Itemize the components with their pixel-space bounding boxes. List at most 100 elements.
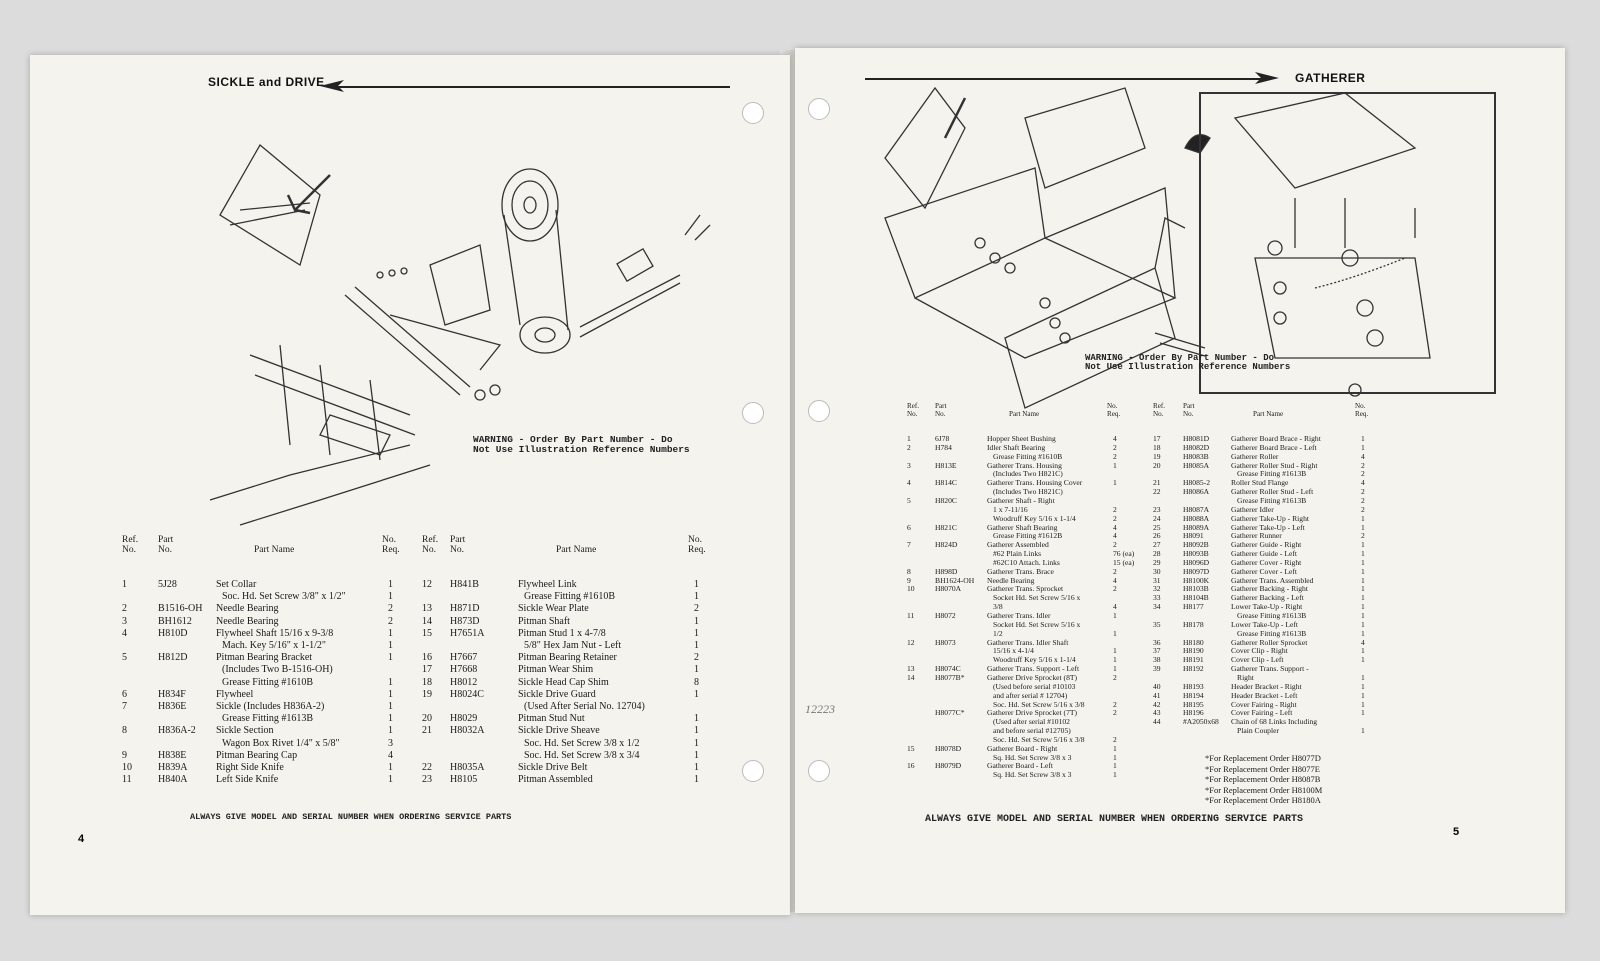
ref-cell: 19 bbox=[422, 688, 432, 700]
part-name-cell: Cover Fairing - Right bbox=[1231, 699, 1297, 709]
part-name-cell: Gatherer Trans. Sprocket bbox=[987, 584, 1064, 594]
quantity-cell: 1 bbox=[388, 762, 393, 773]
replacement-notes: *For Replacement Order H8077D*For Replac… bbox=[1205, 753, 1322, 806]
part-name-cell: Gatherer Trans. Support - Left bbox=[987, 664, 1080, 674]
ref-cell: 25 bbox=[1153, 522, 1161, 532]
part-name-cell: Gatherer Roller bbox=[1231, 451, 1279, 461]
part-number-cell: H898D bbox=[935, 566, 958, 576]
part-name-cell: 1/2 bbox=[993, 628, 1003, 638]
quantity-cell: 1 bbox=[694, 615, 699, 627]
part-number-cell: H8085A bbox=[1183, 460, 1210, 470]
part-number-cell: H814C bbox=[935, 478, 957, 488]
quantity-cell: 1 bbox=[1113, 646, 1117, 656]
ref-cell: 43 bbox=[1153, 708, 1161, 718]
part-name-cell: Gatherer Drive Sprocket (7T) bbox=[987, 708, 1078, 718]
right-page: GATHERER WARNING - Order By bbox=[795, 48, 1565, 913]
part-number-cell: H8103B bbox=[1183, 584, 1209, 594]
quantity-cell: 1 bbox=[388, 640, 393, 651]
quantity-cell: 1 bbox=[1113, 628, 1117, 638]
part-number-cell: BH1612 bbox=[158, 615, 192, 627]
ref-cell: 18 bbox=[422, 676, 432, 688]
part-number-cell: H8081D bbox=[1183, 434, 1210, 443]
part-number-cell: H7667 bbox=[450, 652, 478, 664]
part-number-cell: H8091 bbox=[1183, 531, 1204, 541]
part-name-cell: Sickle Drive Sheave bbox=[518, 725, 600, 737]
ref-cell: 7 bbox=[907, 540, 911, 550]
part-name-cell: Soc. Hd. Set Screw 3/8 x 3/4 bbox=[524, 749, 640, 761]
binder-hole bbox=[742, 760, 764, 782]
quantity-cell: 1 bbox=[694, 725, 699, 737]
binder-hole bbox=[808, 98, 830, 120]
part-name-cell: Gatherer Roller Sprocket bbox=[1231, 637, 1308, 647]
quantity-cell: 1 bbox=[1113, 460, 1117, 470]
ref-cell: 22 bbox=[422, 762, 432, 773]
part-number-cell: H8072 bbox=[935, 611, 956, 620]
part-name-cell: and before serial #12705) bbox=[993, 726, 1071, 736]
quantity-cell: 1 bbox=[694, 737, 699, 749]
part-number-cell: H8024C bbox=[450, 688, 484, 700]
part-number-cell: BH1624-OH bbox=[935, 575, 975, 585]
part-name-cell: Soc. Hd. Set Screw 5/16 x 3/8 bbox=[993, 699, 1085, 709]
part-name-cell: Grease Fitting #1613B bbox=[1237, 628, 1307, 638]
part-name-cell: Pitman Bearing Bracket bbox=[216, 652, 313, 664]
part-name-cell: Idler Shaft Bearing bbox=[987, 442, 1046, 452]
quantity-cell: 2 bbox=[1361, 504, 1365, 514]
quantity-cell: 1 bbox=[694, 664, 699, 676]
part-name-cell: Grease Fitting #1613B bbox=[1237, 469, 1307, 479]
part-name-cell: 15/16 x 4-1/4 bbox=[993, 646, 1034, 656]
part-name-cell: Needle Bearing bbox=[987, 575, 1035, 585]
part-number-cell: H8035A bbox=[450, 762, 485, 773]
ref-cell: 16 bbox=[422, 652, 432, 664]
sickle-drive-diagram bbox=[209, 144, 711, 526]
quantity-cell: 1 bbox=[388, 725, 393, 737]
quantity-cell: 1 bbox=[1361, 434, 1365, 443]
header-req: No. Req. bbox=[1107, 402, 1121, 418]
ref-cell: 23 bbox=[422, 774, 432, 786]
header-req: No. Req. bbox=[382, 535, 400, 555]
part-name-cell: 3/8 bbox=[993, 602, 1003, 612]
part-name-cell: Woodruff Key 5/16 x 1-1/4 bbox=[993, 513, 1076, 523]
part-name-cell: Gatherer Shaft Bearing bbox=[987, 522, 1058, 532]
warning-line: WARNING - Order By Part Number - Do bbox=[1085, 353, 1275, 363]
part-number-cell: H8195 bbox=[1183, 699, 1204, 709]
part-name-cell: Grease Fitting #1613B bbox=[222, 713, 314, 725]
quantity-cell: 4 bbox=[1113, 602, 1117, 612]
ref-cell: 11 bbox=[907, 611, 915, 620]
quantity-cell: 1 bbox=[1113, 664, 1117, 674]
ref-cell: 11 bbox=[122, 774, 132, 786]
part-number-cell: H8079D bbox=[935, 761, 962, 771]
part-number-cell: H836E bbox=[158, 701, 187, 712]
quantity-cell: 2 bbox=[1113, 584, 1117, 594]
ref-cell: 17 bbox=[422, 664, 432, 676]
part-number-cell: H8104B bbox=[1183, 593, 1209, 603]
quantity-cell: 1 bbox=[694, 713, 699, 725]
ref-cell: 13 bbox=[907, 664, 915, 674]
ref-cell: 14 bbox=[907, 672, 915, 682]
ref-cell: 32 bbox=[1153, 584, 1161, 594]
ref-cell: 1 bbox=[907, 434, 911, 443]
quantity-cell: 4 bbox=[1113, 575, 1117, 585]
part-number-cell: H8097D bbox=[1183, 566, 1210, 576]
ref-cell: 36 bbox=[1153, 637, 1161, 647]
header-ref: Ref. No. bbox=[1153, 402, 1166, 418]
quantity-cell: 2 bbox=[1361, 469, 1365, 479]
part-name-cell: Right Side Knife bbox=[216, 762, 284, 773]
part-name-cell: Gatherer Guide - Left bbox=[1231, 549, 1297, 559]
part-number-cell: H8178 bbox=[1183, 619, 1204, 629]
part-name-cell: Gatherer Board - Right bbox=[987, 743, 1058, 753]
part-number-cell: H8077B* bbox=[935, 672, 965, 682]
quantity-cell: 2 bbox=[1361, 531, 1365, 541]
part-name-cell: Grease Fitting #1610B bbox=[524, 591, 616, 603]
quantity-cell: 1 bbox=[1361, 522, 1365, 532]
quantity-cell: 1 bbox=[1361, 672, 1365, 682]
part-name-cell: Grease Fitting #1612B bbox=[993, 531, 1063, 541]
ref-cell: 21 bbox=[422, 725, 432, 737]
replacement-note: *For Replacement Order H8100M bbox=[1205, 784, 1323, 795]
part-number-cell: H8196 bbox=[1183, 708, 1204, 718]
quantity-cell: 2 bbox=[1113, 708, 1117, 718]
ref-cell: 20 bbox=[422, 713, 432, 725]
quantity-cell: 15 (ea) bbox=[1113, 557, 1135, 567]
binder-hole bbox=[808, 400, 830, 422]
part-name-cell: Grease Fitting #1613B bbox=[1237, 611, 1307, 620]
quantity-cell: 8 bbox=[694, 676, 699, 688]
